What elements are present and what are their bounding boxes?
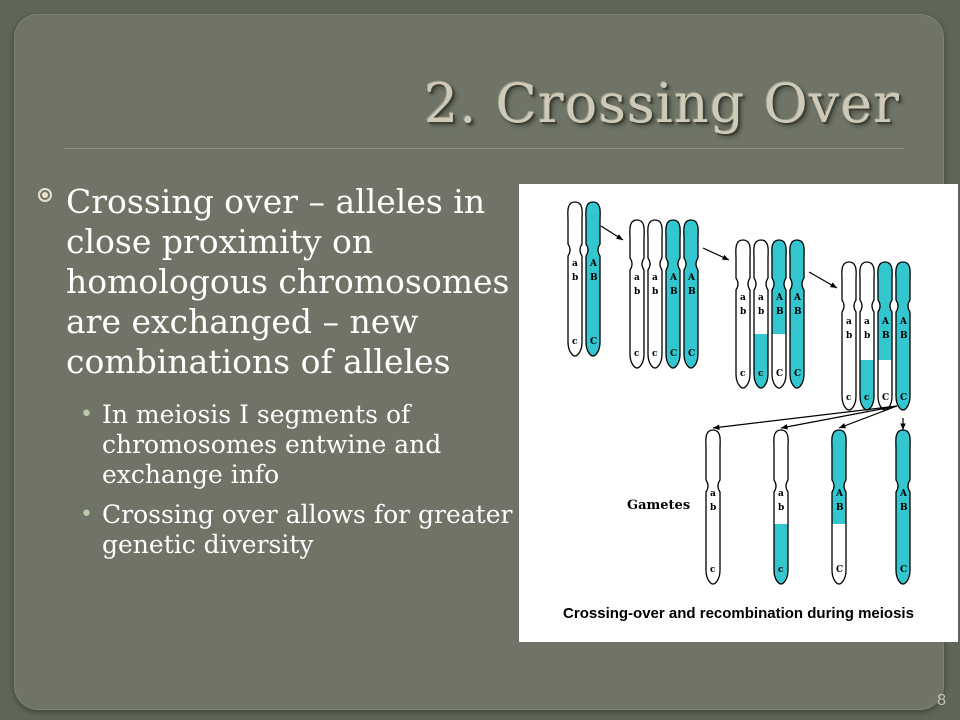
allele-label: a	[864, 317, 870, 327]
allele-label: A	[881, 317, 890, 327]
allele-label: b	[778, 503, 784, 513]
allele-label: a	[846, 317, 852, 327]
allele-label: c	[652, 349, 658, 359]
chromosome	[647, 219, 663, 369]
arrow-head	[830, 282, 837, 288]
allele-label: a	[758, 293, 764, 303]
chromosome	[895, 261, 911, 411]
chromosome	[753, 239, 769, 389]
chromosome-diagram-svg: abcABCabcabcABCABCabcabcABCABCabcabcABCA…	[567, 201, 911, 585]
chromosome	[841, 261, 857, 411]
chromosome	[705, 429, 721, 585]
allele-label: c	[846, 393, 852, 403]
bullet-circle-icon	[38, 188, 52, 202]
allele-label: C	[794, 369, 801, 379]
title-divider	[64, 148, 904, 149]
bullet-main-text: Crossing over – alleles in close proximi…	[66, 182, 510, 381]
arrow-line	[780, 405, 898, 429]
arrow-head	[616, 234, 623, 240]
allele-label: a	[710, 489, 716, 499]
bullet-list: Crossing over – alleles in close proximi…	[38, 182, 518, 570]
allele-label: a	[572, 259, 578, 269]
slide-number: 8	[937, 692, 946, 709]
chromosome	[735, 239, 751, 389]
allele-label: B	[794, 307, 802, 317]
allele-label: B	[590, 273, 598, 283]
bullet-main: Crossing over – alleles in close proximi…	[38, 182, 518, 382]
allele-label: b	[864, 331, 870, 341]
allele-label: A	[899, 317, 908, 327]
allele-label: C	[882, 393, 889, 403]
allele-label: C	[590, 337, 597, 347]
allele-label: C	[900, 565, 907, 575]
allele-label: C	[670, 349, 677, 359]
sub-bullet: • In meiosis I segments of chromosomes e…	[80, 400, 518, 490]
allele-label: b	[740, 307, 746, 317]
chromosome	[683, 219, 699, 369]
allele-label: c	[758, 369, 764, 379]
chromosome	[567, 201, 583, 357]
sub-bullet-text: In meiosis I segments of chromosomes ent…	[102, 400, 442, 489]
allele-label: A	[835, 489, 844, 499]
allele-label: C	[776, 369, 783, 379]
allele-label: a	[740, 293, 746, 303]
allele-label: B	[776, 307, 784, 317]
arrow-head	[713, 424, 720, 430]
arrow-head	[900, 423, 906, 430]
allele-label: c	[740, 369, 746, 379]
allele-label: c	[710, 565, 716, 575]
allele-label: b	[758, 307, 764, 317]
allele-label: b	[710, 503, 716, 513]
chromosome	[665, 219, 681, 369]
arrow-line	[712, 405, 898, 429]
allele-label: A	[793, 293, 802, 303]
allele-label: b	[652, 287, 658, 297]
chromosome	[789, 239, 805, 389]
allele-label: a	[634, 273, 640, 283]
allele-label: c	[778, 565, 784, 575]
allele-label: b	[846, 331, 852, 341]
arrow-head	[839, 423, 846, 429]
chromosome	[771, 239, 787, 389]
allele-label: B	[900, 503, 908, 513]
chromosome	[895, 429, 911, 585]
allele-label: a	[778, 489, 784, 499]
allele-label: c	[864, 393, 870, 403]
chromosome	[585, 201, 601, 357]
allele-label: c	[634, 349, 640, 359]
bullet-dot-icon: •	[80, 502, 93, 527]
bullet-dot-icon: •	[80, 402, 93, 427]
sub-bullet-list: • In meiosis I segments of chromosomes e…	[38, 400, 518, 560]
allele-label: C	[836, 565, 843, 575]
allele-label: A	[899, 489, 908, 499]
allele-label: b	[634, 287, 640, 297]
allele-label: C	[688, 349, 695, 359]
allele-label: B	[900, 331, 908, 341]
allele-label: b	[572, 273, 578, 283]
allele-label: A	[687, 273, 696, 283]
gametes-label: Gametes	[627, 498, 691, 513]
allele-label: B	[670, 287, 678, 297]
allele-label: C	[900, 393, 907, 403]
sub-bullet-text: Crossing over allows for greater genetic…	[102, 500, 513, 559]
allele-label: A	[669, 273, 678, 283]
diagram-caption: Crossing-over and recombination during m…	[563, 605, 914, 622]
allele-label: a	[652, 273, 658, 283]
chromosome	[773, 429, 789, 585]
chromosome	[831, 429, 847, 585]
arrow-line	[838, 405, 898, 429]
allele-label: B	[688, 287, 696, 297]
slide-title: 2. Crossing Over	[423, 72, 900, 135]
sub-bullet: • Crossing over allows for greater genet…	[80, 500, 518, 560]
allele-label: c	[572, 337, 578, 347]
arrow-head	[781, 424, 788, 430]
allele-label: A	[775, 293, 784, 303]
allele-label: A	[589, 259, 598, 269]
chromosome	[629, 219, 645, 369]
allele-label: B	[836, 503, 844, 513]
arrow-head	[722, 254, 729, 260]
allele-label: B	[882, 331, 890, 341]
